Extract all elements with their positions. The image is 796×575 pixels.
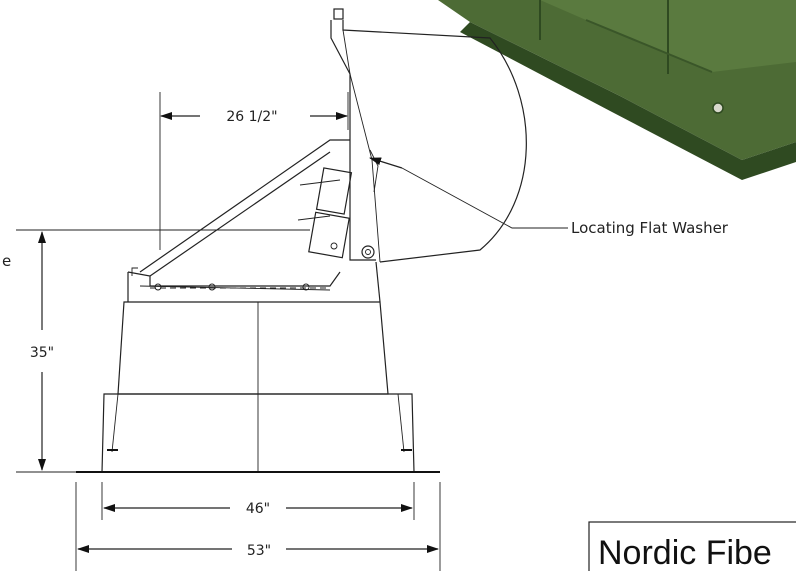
dimension-label-top: 26 1/2" bbox=[226, 109, 277, 125]
partial-left-label: e bbox=[2, 252, 11, 270]
dimension-label-height: 35" bbox=[30, 345, 54, 361]
dimension-label-inner: 46" bbox=[246, 501, 270, 517]
dimension-height: 35" bbox=[16, 229, 310, 473]
dimension-label-outer: 53" bbox=[247, 543, 271, 559]
washer-callout: Locating Flat Washer bbox=[369, 157, 729, 237]
bolt-icon bbox=[712, 102, 724, 114]
dimension-outer-width: 53" bbox=[75, 482, 441, 571]
dimension-inner-width: 46" bbox=[101, 482, 415, 520]
equipment-rack bbox=[127, 139, 353, 291]
dimension-top-width: 26 1/2" bbox=[159, 92, 349, 250]
washer-label: Locating Flat Washer bbox=[571, 219, 729, 237]
cabinet-body bbox=[76, 261, 440, 473]
lid bbox=[330, 8, 527, 263]
hinge-icon bbox=[361, 245, 375, 259]
cabinet-photo bbox=[438, 0, 796, 180]
title-block: Nordic Fibe bbox=[588, 521, 796, 575]
brand-title: Nordic Fibe bbox=[598, 534, 772, 571]
